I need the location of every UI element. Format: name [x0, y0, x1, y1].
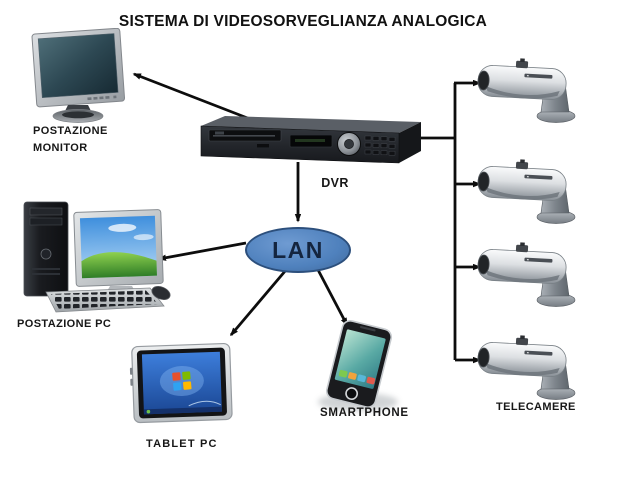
dvr-eject-button: [257, 144, 269, 148]
pc-wallpaper-hill: [81, 252, 157, 279]
smartphone-app-icons: [338, 369, 376, 385]
lan-label: LAN: [272, 236, 324, 263]
dvr-jog-center: [344, 139, 354, 149]
tablet-start-orb: [146, 409, 151, 414]
pc-wallpaper-cloud-2: [133, 234, 154, 241]
dvr-top-face: [201, 116, 421, 133]
tablet-wallpaper-swoosh: [188, 400, 221, 407]
tablet-side-button-2: [130, 378, 133, 386]
pc-wallpaper-cloud: [108, 223, 137, 232]
pc-illustration: [23, 201, 171, 313]
pc-vent-2: [32, 273, 60, 275]
pc-keyboard-keys: [51, 290, 158, 309]
monitor-buttons: [87, 95, 117, 101]
smartphone-screen: [334, 329, 386, 389]
monitor-label: POSTAZIONE MONITOR: [33, 125, 108, 154]
smartphone-speaker: [360, 325, 376, 332]
arrow-lan-to-pc: [157, 241, 247, 261]
monitor-illustration: [31, 28, 126, 123]
dvr-brand-badge: [215, 131, 224, 135]
smartphone-label: SMARTPHONE: [320, 407, 409, 419]
tablet-illustration: [129, 342, 233, 424]
tablet-side-button: [129, 367, 133, 375]
camera-illustration-2: [476, 156, 576, 224]
camera-illustration-1: [476, 55, 576, 124]
tablet-label: TABLET PC: [146, 438, 218, 450]
dvr-buttons: [364, 135, 396, 156]
dvr-display-text: [295, 139, 325, 142]
pc-vent: [32, 268, 60, 270]
cameras-label: TELECAMERE: [496, 401, 576, 413]
pc-power-button: [40, 248, 52, 260]
dvr-side-face: [399, 122, 421, 163]
diagram-title: SISTEMA DI VIDEOSORVEGLIANZA ANALOGICA: [118, 13, 488, 30]
dvr-dvd-tray: [213, 135, 275, 137]
monitor-screen: [37, 33, 119, 98]
pc-drive-bay-1: [29, 207, 63, 216]
camera-illustration-4: [476, 332, 576, 400]
arrow-lan-to-smartphone: [314, 265, 349, 327]
tablet-screen-glow: [159, 366, 204, 397]
monitor-stand-center: [62, 111, 94, 119]
pc-mouse: [151, 285, 171, 301]
windows-logo-icon: [172, 371, 192, 391]
lan-node: LAN: [245, 227, 351, 273]
pc-drive-bay-2: [29, 217, 63, 226]
camera-illustration-3: [476, 239, 576, 307]
pc-label: POSTAZIONE PC: [17, 318, 112, 330]
arrow-dvr-to-monitor: [132, 72, 251, 121]
arrow-lan-to-tablet: [229, 269, 288, 337]
tablet-taskbar: [143, 406, 222, 415]
dvr-illustration: [200, 116, 421, 164]
camera-column-illustration: [476, 55, 576, 400]
smartphone-illustration: [318, 320, 398, 411]
dvr-label: DVR: [321, 176, 349, 190]
smartphone-home-button: [345, 387, 359, 400]
tablet-screen: [141, 351, 222, 415]
